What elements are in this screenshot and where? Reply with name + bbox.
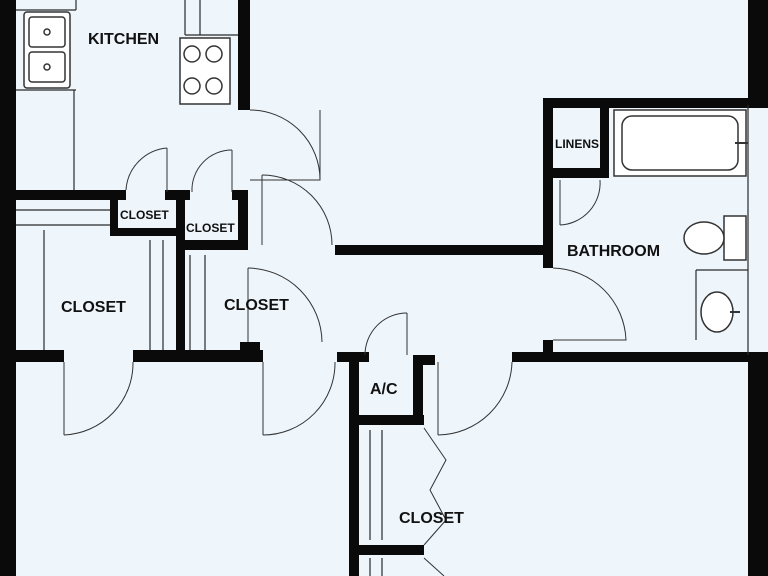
door-swings <box>63 109 627 576</box>
stove-icon <box>179 37 231 105</box>
bathroom-sink-icon <box>700 291 740 333</box>
room-label-linens: LINENS <box>555 137 599 151</box>
room-label-kitchen: KITCHEN <box>88 31 159 48</box>
bathtub-icon <box>613 109 748 177</box>
thin-lines <box>16 0 749 576</box>
toilet-icon <box>683 215 747 261</box>
room-label-closet-small-right: CLOSET <box>186 221 235 235</box>
room-label-closet-left: CLOSET <box>61 299 126 316</box>
room-label-closet-center: CLOSET <box>224 297 289 314</box>
room-label-closet-bottom: CLOSET <box>399 510 464 527</box>
kitchen-sink-icon <box>23 11 71 89</box>
room-label-bathroom: BATHROOM <box>567 243 660 260</box>
room-label-ac: A/C <box>370 381 398 398</box>
room-label-closet-small-left: CLOSET <box>120 208 169 222</box>
